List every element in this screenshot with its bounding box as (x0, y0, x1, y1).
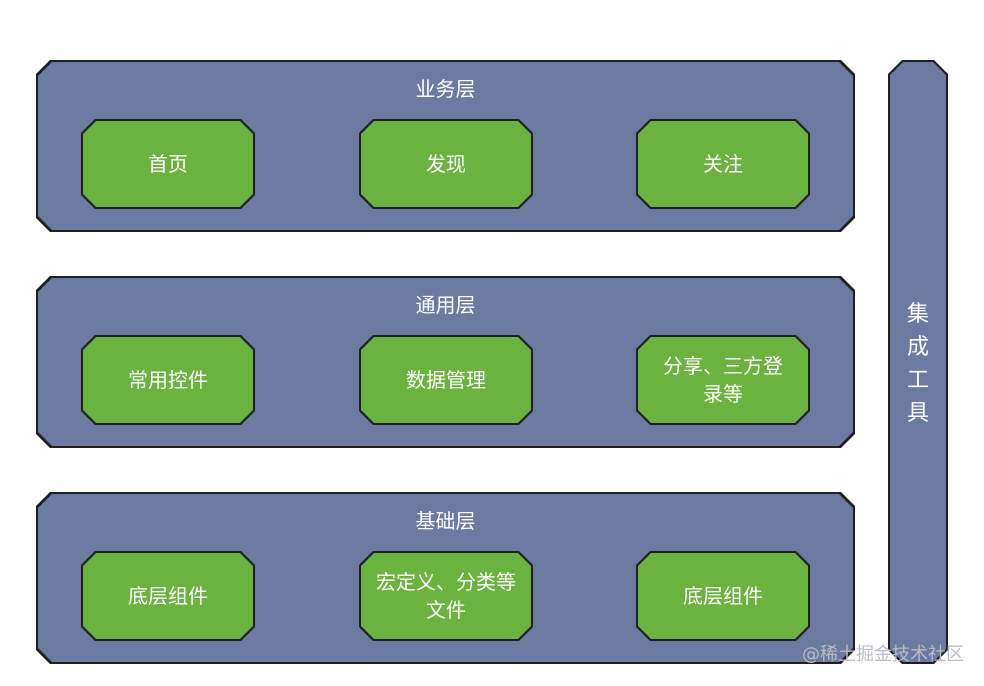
common-layer-title: 通用层 (415, 293, 476, 317)
module-base-components-2: 底层组件 (636, 551, 810, 641)
business-layer: 业务层 首页 发现 关注 (36, 60, 855, 232)
integration-tools-char-4: 具 (906, 401, 929, 426)
integration-tools-panel: 集 成 工 具 (890, 62, 946, 662)
module-common-controls-label: 常用控件 (83, 337, 253, 423)
module-base-components-2-label: 底层组件 (638, 553, 808, 639)
common-layer-panel: 通用层 常用控件 数据管理 分享、三方登录等 (38, 278, 853, 446)
module-data-management: 数据管理 (359, 335, 533, 425)
integration-tools-char-3: 工 (906, 368, 929, 393)
module-home: 首页 (81, 119, 255, 209)
integration-tools-char-1: 集 (906, 302, 929, 327)
module-follow: 关注 (636, 119, 810, 209)
module-data-management-label: 数据管理 (361, 337, 531, 423)
module-base-components-1: 底层组件 (81, 551, 255, 641)
module-base-components-1-label: 底层组件 (83, 553, 253, 639)
module-macros-categories: 宏定义、分类等文件 (359, 551, 533, 641)
base-layer-title: 基础层 (415, 509, 476, 533)
integration-tools-char-2: 成 (906, 335, 929, 360)
module-home-label: 首页 (83, 121, 253, 207)
business-layer-title: 业务层 (415, 77, 476, 101)
module-macros-categories-label: 宏定义、分类等文件 (361, 553, 531, 639)
module-discover-label: 发现 (361, 121, 531, 207)
module-share-login-label: 分享、三方登录等 (638, 337, 808, 423)
base-layer-panel: 基础层 底层组件 宏定义、分类等文件 底层组件 (38, 494, 853, 662)
module-discover: 发现 (359, 119, 533, 209)
common-layer: 通用层 常用控件 数据管理 分享、三方登录等 (36, 276, 855, 448)
module-share-login: 分享、三方登录等 (636, 335, 810, 425)
integration-tools: 集 成 工 具 (888, 60, 948, 664)
watermark: @稀土掘金技术社区 (802, 644, 964, 665)
base-layer: 基础层 底层组件 宏定义、分类等文件 底层组件 (36, 492, 855, 664)
integration-tools-label: 集 成 工 具 (890, 298, 946, 430)
business-layer-panel: 业务层 首页 发现 关注 (38, 62, 853, 230)
module-follow-label: 关注 (638, 121, 808, 207)
module-common-controls: 常用控件 (81, 335, 255, 425)
